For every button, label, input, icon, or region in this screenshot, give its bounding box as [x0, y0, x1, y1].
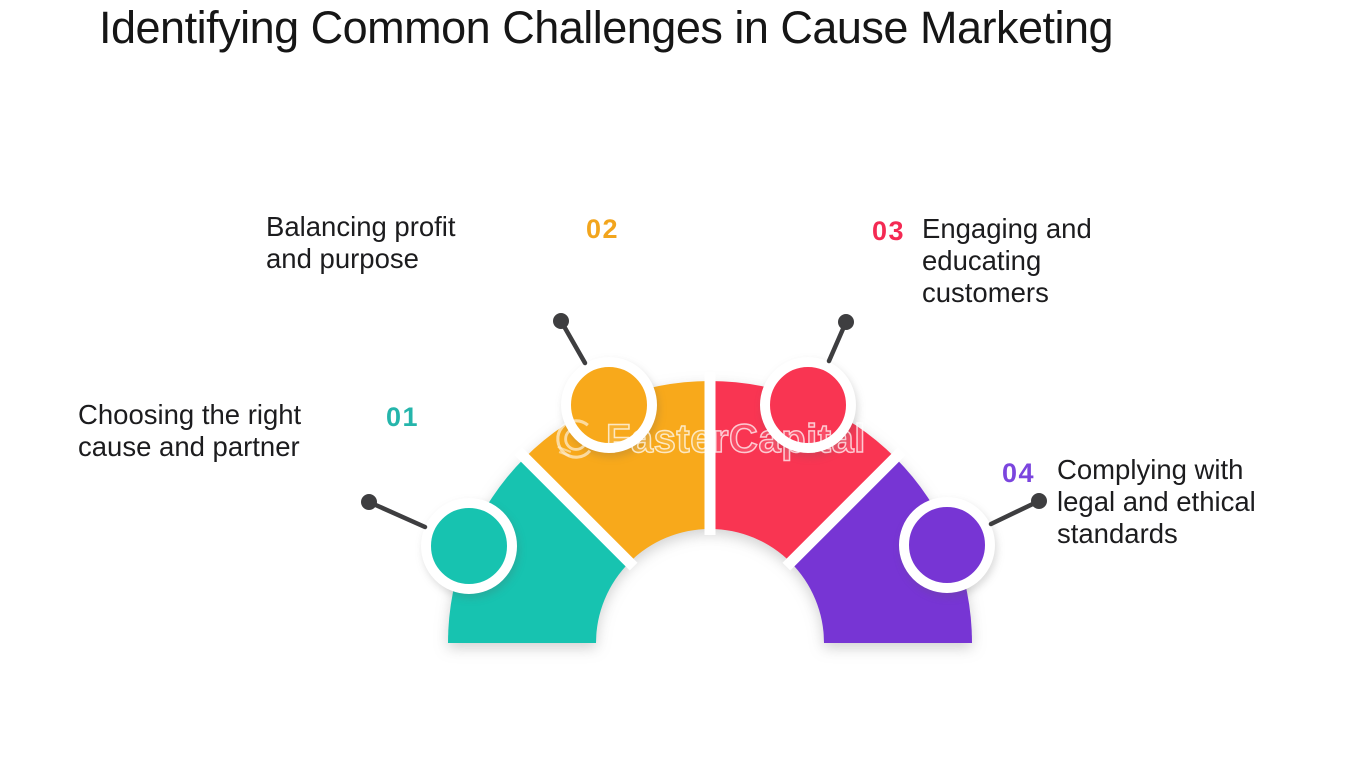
item-number-04: 04 — [1002, 458, 1036, 488]
item-label-04: Complying with legal and ethical standar… — [1057, 454, 1256, 549]
connector-dot-03 — [838, 314, 854, 330]
connector-dot-04 — [1031, 493, 1047, 509]
segment-wedge-01 — [448, 457, 630, 643]
connector-line-01 — [366, 499, 428, 530]
head-circle-01 — [421, 498, 517, 594]
separators-group — [514, 372, 906, 571]
item-label-03: Engaging and educating customers — [922, 213, 1092, 308]
connector-dot-01 — [361, 494, 377, 510]
segment-separator — [514, 447, 638, 571]
item-number-03: 03 — [872, 216, 906, 246]
segment-separator — [782, 447, 906, 571]
page-title: Identifying Common Challenges in Cause M… — [99, 2, 1114, 53]
connector-line-04 — [988, 498, 1042, 527]
head-circle-03 — [760, 357, 856, 453]
item-number-02: 02 — [586, 214, 620, 244]
head-circle-04 — [899, 497, 995, 593]
head-circle-02 — [561, 357, 657, 453]
item-label-02: Balancing profit and purpose — [266, 211, 456, 274]
connector-dot-02 — [553, 313, 569, 329]
item-label-01: Choosing the right cause and partner — [78, 399, 302, 462]
connector-line-02 — [558, 318, 588, 366]
connectors-group — [361, 313, 1047, 530]
item-number-01: 01 — [386, 402, 420, 432]
